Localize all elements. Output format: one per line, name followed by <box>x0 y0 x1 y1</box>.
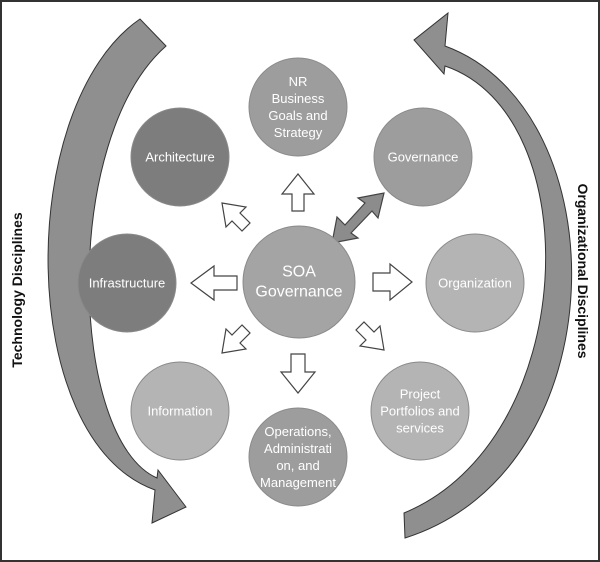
project-portfolios-label-line: Project <box>400 387 441 402</box>
operations-circle <box>248 407 348 507</box>
organization-label-line: Organization <box>438 276 512 291</box>
left-curved-arrow <box>47 18 187 524</box>
operations-label-line: on, and <box>276 458 319 473</box>
information-label-line: Information <box>147 404 212 419</box>
arrow-up-left <box>221 202 251 232</box>
project-portfolios-label-line: Portfolios and <box>380 404 460 419</box>
center-label-line: SOA <box>282 264 316 281</box>
operations-label-line: Administrati <box>264 441 332 456</box>
organizational-disciplines-label: Organizational Disciplines <box>575 183 591 358</box>
information-circle <box>130 361 230 461</box>
project-portfolios-label-line: services <box>396 421 444 436</box>
nr-business-label-line: Strategy <box>274 125 323 140</box>
governance-label-line: Governance <box>388 150 459 165</box>
infrastructure-label-line: Infrastructure <box>89 276 166 291</box>
arrow-down <box>279 353 317 394</box>
operations-label-line: Operations, <box>264 424 331 439</box>
arrow-up <box>280 173 316 212</box>
architecture-label-line: Architecture <box>145 150 214 165</box>
arrow-down-right <box>355 321 385 351</box>
nr-business-circle <box>248 57 348 157</box>
arrow-right <box>372 262 413 302</box>
infrastructure-circle <box>77 233 177 333</box>
arrow-left <box>189 264 238 302</box>
nr-business-label-line: NR <box>289 74 308 89</box>
project-portfolios-circle <box>370 361 470 461</box>
organization-circle <box>425 233 525 333</box>
technology-disciplines-label: Technology Disciplines <box>9 212 25 368</box>
double-arrow-governance <box>331 192 385 244</box>
nr-business-label-line: Business <box>272 91 325 106</box>
operations-label-line: Management <box>260 475 336 490</box>
center-label-line: Governance <box>255 284 342 301</box>
governance-circle <box>373 107 473 207</box>
right-curved-arrow <box>403 11 573 539</box>
arrow-down-left <box>221 324 251 354</box>
architecture-circle <box>130 107 230 207</box>
center-circle <box>242 225 356 339</box>
nr-business-label-line: Goals and <box>268 108 327 123</box>
